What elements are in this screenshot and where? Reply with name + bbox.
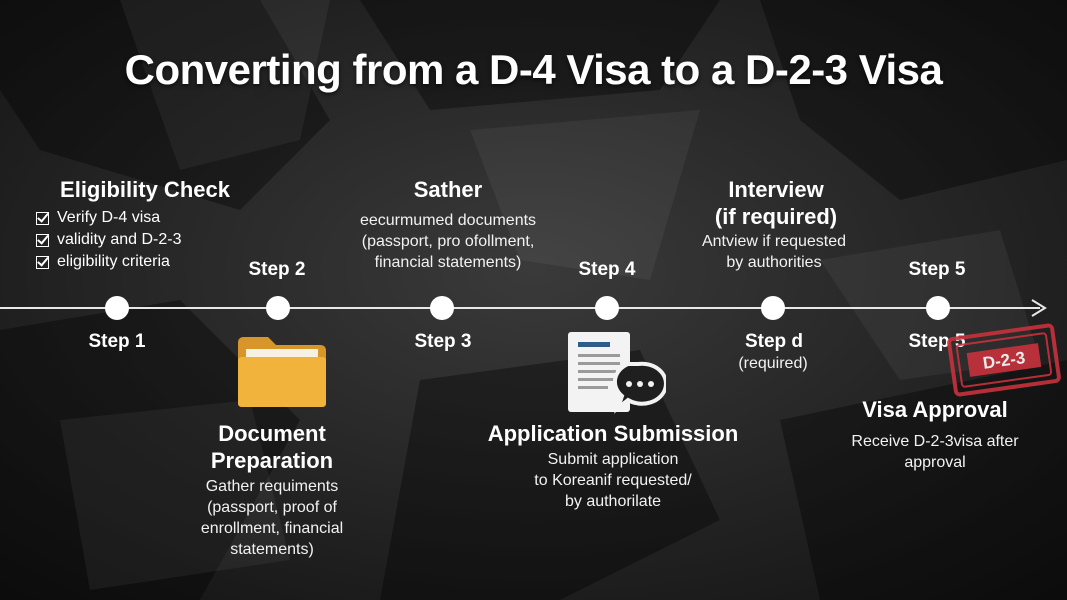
step-3-label: Step 3 — [414, 331, 472, 352]
visa-approval-heading: Visa Approval — [862, 397, 1008, 422]
step-interview-sublabel: (required) — [738, 355, 808, 372]
folder-icon — [238, 337, 326, 407]
step-5-upper-label: Step 5 — [908, 259, 966, 280]
checkbox-icon — [36, 233, 49, 247]
step-4-label: Step 4 — [578, 259, 636, 280]
gather-desc: eecurmumed documents (passport, pro ofol… — [359, 212, 537, 271]
interview-heading: Interview (if required) — [714, 177, 838, 229]
application-submission-desc: Submit application to Koreanif requested… — [534, 451, 692, 510]
step-interview-label: Step d — [744, 331, 804, 352]
step-1-label: Step 1 — [88, 331, 146, 352]
approval-stamp-icon: D-2-3 — [947, 323, 1061, 397]
visa-approval-desc: Receive D-2-3visa after approval — [851, 433, 1019, 471]
timeline-node-6 — [926, 296, 950, 320]
document-chat-icon — [568, 332, 666, 414]
timeline-node-5 — [761, 296, 785, 320]
timeline-node-4 — [595, 296, 619, 320]
page-title: Converting from a D-4 Visa to a D-2-3 Vi… — [124, 46, 943, 93]
timeline-arrow-icon — [1031, 299, 1047, 317]
checklist-item: eligibility criteria — [36, 251, 182, 273]
timeline-node-3 — [430, 296, 454, 320]
document-preparation-heading: Document Preparation — [210, 421, 334, 473]
checkbox-icon — [36, 211, 49, 225]
timeline-node-1 — [105, 296, 129, 320]
checklist-item: validity and D-2-3 — [36, 229, 182, 251]
eligibility-checklist: Verify D-4 visa validity and D-2-3 eligi… — [36, 207, 182, 273]
gather-heading: Sather — [413, 177, 483, 202]
step-2-label: Step 2 — [248, 259, 306, 280]
document-preparation-desc: Gather requiments (passport, proof of en… — [200, 478, 344, 558]
timeline-node-2 — [266, 296, 290, 320]
eligibility-heading: Eligibility Check — [60, 177, 230, 202]
application-submission-heading: Application Submission — [487, 421, 739, 446]
checkbox-icon — [36, 255, 49, 269]
interview-desc: Antview if requested by authorities — [701, 233, 847, 271]
checklist-item: Verify D-4 visa — [36, 207, 182, 229]
